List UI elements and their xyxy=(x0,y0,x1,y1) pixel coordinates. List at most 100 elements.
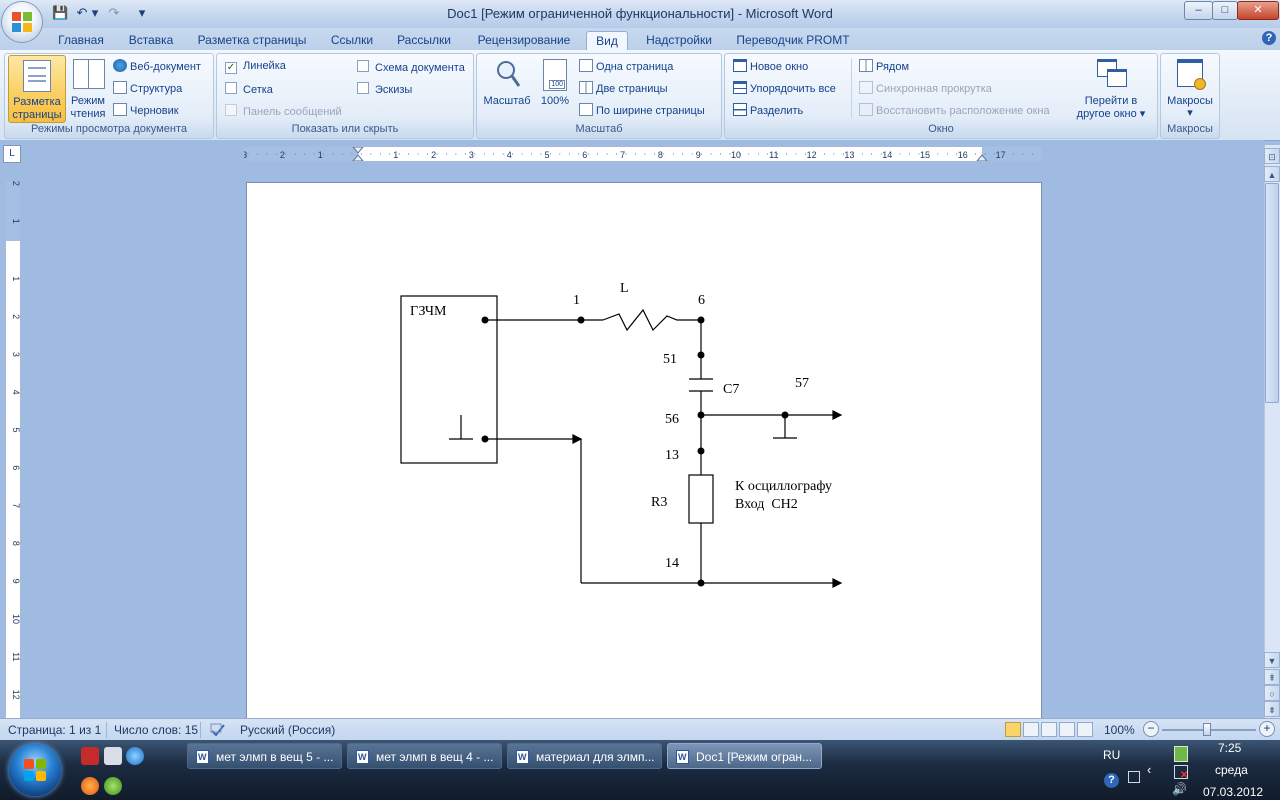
two-pages-button[interactable]: Две страницы xyxy=(579,81,668,95)
antivirus-icon[interactable] xyxy=(81,747,99,765)
start-button[interactable] xyxy=(9,744,61,796)
view-print-layout-button[interactable] xyxy=(1005,722,1021,737)
clock-time[interactable]: 7:25 xyxy=(1218,741,1242,755)
customize-qat-icon[interactable]: ▾ xyxy=(138,5,146,20)
zoom-in-button[interactable]: + xyxy=(1259,721,1275,737)
ruler-v-tick-label: 8 xyxy=(11,541,20,546)
clock-day[interactable]: среда xyxy=(1215,763,1248,777)
outline-label: Структура xyxy=(130,83,183,95)
word-count[interactable]: Число слов: 15 xyxy=(114,723,199,737)
zoom-100-button[interactable]: 100 100% xyxy=(535,55,575,121)
taskbar-item-doc4[interactable]: мет элмп в вещ 4 - ... xyxy=(347,743,502,769)
office-button[interactable] xyxy=(2,2,42,42)
language-indicator[interactable]: Русский (Россия) xyxy=(240,723,336,737)
document-map-checkbox[interactable]: Схема документа xyxy=(357,60,465,74)
view-outline-button[interactable] xyxy=(1059,722,1075,737)
side-by-side-button[interactable]: Рядом xyxy=(859,59,909,73)
network-icon[interactable] xyxy=(1174,765,1188,779)
magnifier-icon xyxy=(497,61,521,87)
previous-page-button[interactable]: ⇞ xyxy=(1264,669,1280,685)
tray-expand-icon[interactable]: ‹ xyxy=(1147,762,1152,777)
page-width-label: По ширине страницы xyxy=(596,105,705,117)
macros-icon xyxy=(1177,59,1206,90)
draft-button[interactable]: Черновик xyxy=(113,103,179,117)
web-layout-button[interactable]: Веб-документ xyxy=(113,59,201,73)
document-page[interactable]: ГЗЧМ L 1 6 51 C7 57 56 13 R3 14 К осцилл… xyxy=(246,182,1042,724)
arrange-all-label: Упорядочить все xyxy=(750,83,836,95)
new-window-button[interactable]: Новое окно xyxy=(733,59,808,73)
language-help-icon[interactable]: ? xyxy=(1104,773,1119,788)
tab-home[interactable]: Главная xyxy=(58,33,104,47)
help-icon[interactable]: ? xyxy=(1262,31,1276,45)
taskbar-item-material[interactable]: материал для элмп... xyxy=(507,743,662,769)
print-layout-button[interactable]: Разметка страницы xyxy=(8,55,66,123)
tab-page-layout[interactable]: Разметка страницы xyxy=(197,33,307,47)
ruler-toggle-button[interactable]: ⊡ xyxy=(1264,148,1280,164)
view-web-button[interactable] xyxy=(1041,722,1057,737)
page-width-button[interactable]: По ширине страницы xyxy=(579,103,705,117)
maximize-button[interactable]: □ xyxy=(1212,1,1238,20)
spelling-check-icon[interactable] xyxy=(210,723,225,737)
group-label-show: Показать или скрыть xyxy=(291,123,399,135)
macros-button[interactable]: Макросы ▾ xyxy=(1163,55,1217,121)
taskbar-item-doc5[interactable]: мет элмп в вещ 5 - ... xyxy=(187,743,342,769)
page-count[interactable]: Страница: 1 из 1 xyxy=(8,723,102,737)
next-page-button[interactable]: ⇟ xyxy=(1264,701,1280,717)
language-bar-restore-icon[interactable] xyxy=(1128,771,1140,783)
icq-icon[interactable] xyxy=(104,777,122,795)
tab-mailings[interactable]: Рассылки xyxy=(397,33,451,47)
redo-icon[interactable]: ↷ xyxy=(108,5,120,20)
zoom-out-button[interactable]: − xyxy=(1143,721,1159,737)
sync-scroll-label: Синхронная прокрутка xyxy=(876,83,992,95)
reading-layout-button[interactable]: Режим чтения xyxy=(67,55,109,121)
save-icon[interactable]: 💾 xyxy=(52,5,69,20)
tab-references[interactable]: Ссылки xyxy=(330,33,374,47)
volume-icon[interactable]: 🔊 xyxy=(1172,782,1187,796)
switch-windows-label-1: Перейти в xyxy=(1084,95,1138,107)
inductor-label: L xyxy=(620,281,629,296)
ruler-v-tick-label: 4 xyxy=(11,390,20,395)
scrollbar-thumb[interactable] xyxy=(1265,183,1279,403)
zoom-level[interactable]: 100% xyxy=(1104,723,1135,737)
zoom-100-label: 100% xyxy=(540,95,570,107)
clock-date[interactable]: 07.03.2012 xyxy=(1203,785,1264,799)
tab-review[interactable]: Рецензирование xyxy=(477,33,571,47)
tab-promt[interactable]: Переводчик PROMT xyxy=(736,33,850,47)
internet-explorer-icon[interactable] xyxy=(126,747,144,765)
split-icon xyxy=(733,103,747,116)
tab-view[interactable]: Вид xyxy=(586,31,628,51)
grid-checkbox[interactable]: Сетка xyxy=(225,82,273,96)
junction-dots xyxy=(481,316,789,587)
undo-icon[interactable]: ↶ xyxy=(76,5,88,20)
reset-window-position-button: Восстановить расположение окна xyxy=(859,103,1050,117)
view-reading-button[interactable] xyxy=(1023,722,1039,737)
taskbar-item-doc1[interactable]: Doc1 [Режим огран... xyxy=(667,743,822,769)
close-button[interactable]: ✕ xyxy=(1237,1,1279,20)
new-window-label: Новое окно xyxy=(750,61,809,73)
scroll-down-button[interactable]: ▼ xyxy=(1264,652,1280,668)
zoom-slider-thumb[interactable] xyxy=(1203,723,1211,736)
split-button[interactable]: Разделить xyxy=(733,103,803,117)
browse-object-button[interactable]: ○ xyxy=(1264,685,1280,701)
thumbnails-checkbox[interactable]: Эскизы xyxy=(357,82,412,96)
one-page-button[interactable]: Одна страница xyxy=(579,59,673,73)
tab-selector[interactable]: L xyxy=(3,145,21,163)
minimize-button[interactable]: – xyxy=(1184,1,1213,20)
switch-windows-button[interactable]: Перейти в другое окно ▾ xyxy=(1069,55,1153,121)
firefox-icon[interactable] xyxy=(81,777,99,795)
input-language[interactable]: RU xyxy=(1103,748,1121,762)
view-draft-button[interactable] xyxy=(1077,722,1093,737)
tab-insert[interactable]: Вставка xyxy=(128,33,174,47)
ruler-checkbox[interactable]: ✓Линейка xyxy=(225,60,286,74)
scroll-up-button[interactable]: ▲ xyxy=(1264,166,1280,182)
show-desktop-icon[interactable] xyxy=(104,747,122,765)
zoom-button[interactable]: Масштаб xyxy=(481,55,533,121)
undo-dropdown-icon[interactable]: ▾ xyxy=(91,5,99,20)
ruler-h-tick-label: 5 xyxy=(544,150,549,160)
tab-addins[interactable]: Надстройки xyxy=(646,33,712,47)
arrange-all-button[interactable]: Упорядочить все xyxy=(733,81,836,95)
outline-button[interactable]: Структура xyxy=(113,81,182,95)
safely-remove-icon[interactable] xyxy=(1174,746,1188,762)
